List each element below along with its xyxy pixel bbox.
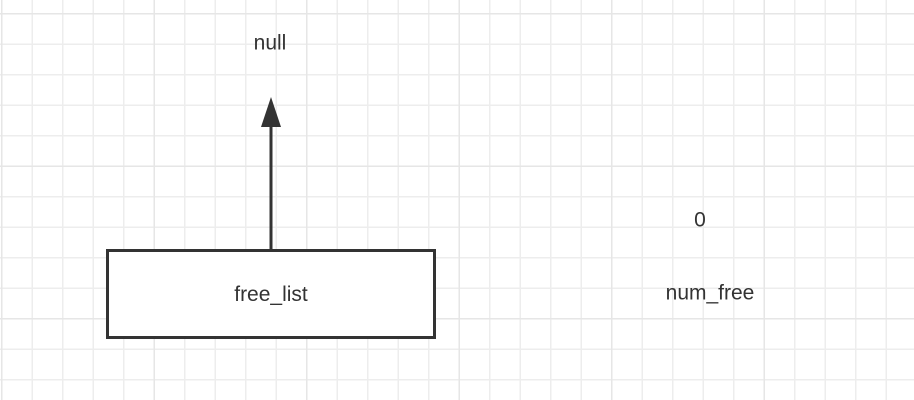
null-label: null [253,31,287,55]
num-free-label: num_free [665,281,755,305]
free-list-node-label: free_list [234,282,308,306]
free-list-node[interactable]: free_list [106,249,436,339]
num-free-value: 0 [694,208,706,232]
pointer-arrowhead-icon [261,97,281,127]
